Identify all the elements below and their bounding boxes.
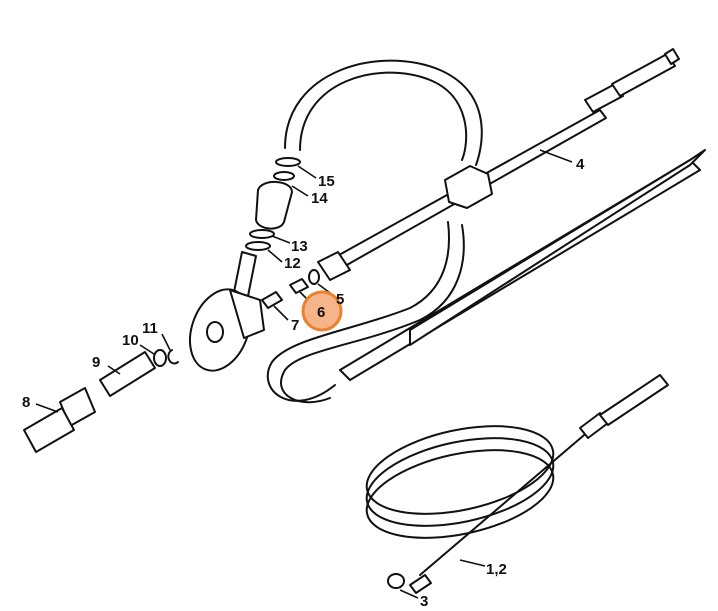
label-9[interactable]: 9 xyxy=(92,354,100,371)
leader-lines xyxy=(35,149,573,599)
label-10[interactable]: 10 xyxy=(122,332,139,349)
lance-tube xyxy=(339,149,706,381)
label-13[interactable]: 13 xyxy=(291,238,308,255)
label-11[interactable]: 11 xyxy=(142,320,158,337)
label-1-2[interactable]: 1,2 xyxy=(486,561,507,578)
label-8[interactable]: 8 xyxy=(22,394,30,411)
hose-loop xyxy=(266,59,483,404)
nozzle-assembly xyxy=(233,157,301,297)
label-7[interactable]: 7 xyxy=(291,317,299,334)
highlight-circle xyxy=(301,290,343,332)
connector-parts xyxy=(23,349,179,453)
label-6[interactable]: 6 xyxy=(317,304,325,321)
label-12[interactable]: 12 xyxy=(284,255,301,272)
label-15[interactable]: 15 xyxy=(318,173,335,190)
coiled-hose xyxy=(365,374,669,594)
label-3[interactable]: 3 xyxy=(420,593,428,610)
spray-lance xyxy=(317,48,680,281)
label-14[interactable]: 14 xyxy=(311,190,328,207)
label-4[interactable]: 4 xyxy=(576,156,585,173)
label-5[interactable]: 5 xyxy=(336,291,344,308)
small-parts xyxy=(261,269,320,309)
gun-body xyxy=(189,288,265,372)
